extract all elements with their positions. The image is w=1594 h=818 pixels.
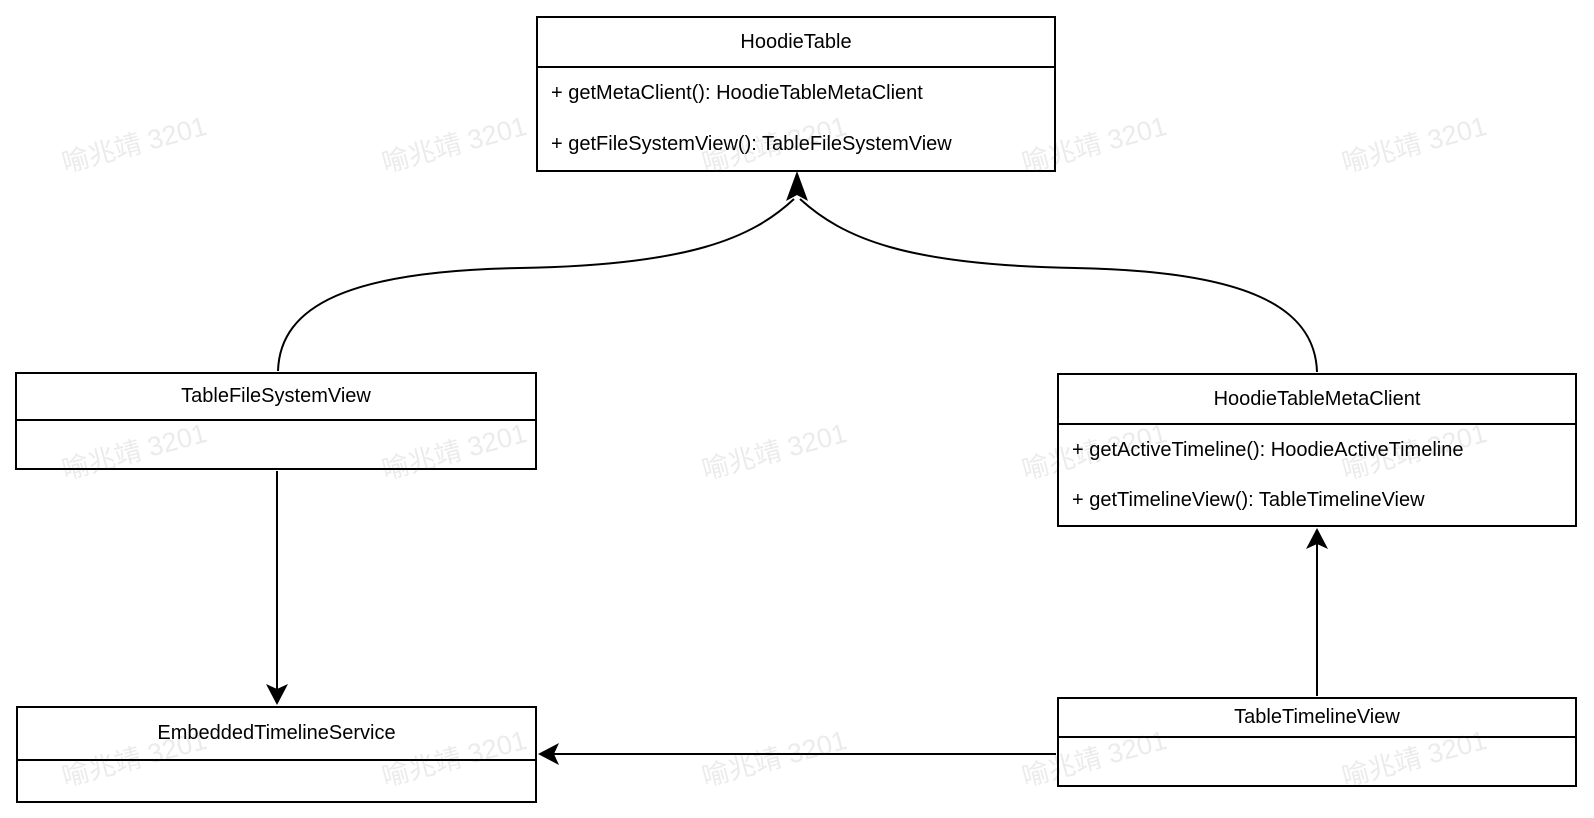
arrowhead-down-embeddedtimelineservice [266, 684, 288, 705]
method-get-active-timeline: + getActiveTimeline(): HoodieActiveTimel… [1072, 438, 1464, 461]
class-body-empty [18, 761, 535, 801]
arrowhead-up-hoodietable [786, 171, 808, 201]
class-name-table-file-system-view: TableFileSystemView [17, 374, 535, 421]
method-get-meta-client: + getMetaClient(): HoodieTableMetaClient [551, 82, 923, 104]
class-name-embedded-timeline-service: EmbeddedTimelineService [18, 708, 535, 761]
method-get-timeline-view: + getTimelineView(): TableTimelineView [1072, 488, 1425, 511]
class-body-empty [1059, 738, 1575, 785]
class-box-table-file-system-view: TableFileSystemView [15, 372, 537, 470]
class-box-table-timeline-view: TableTimelineView [1057, 697, 1577, 787]
class-box-hoodie-table: HoodieTable + getMetaClient(): HoodieTab… [536, 16, 1056, 172]
class-body: + getActiveTimeline(): HoodieActiveTimel… [1059, 425, 1575, 525]
class-body: + getMetaClient(): HoodieTableMetaClient… [538, 68, 1054, 170]
arrowhead-left-embeddedtimelineservice [538, 743, 559, 765]
watermark-text: 喻兆靖 3201 [58, 110, 211, 179]
class-box-hoodie-table-meta-client: HoodieTableMetaClient + getActiveTimelin… [1057, 373, 1577, 527]
watermark-text: 喻兆靖 3201 [378, 110, 531, 179]
watermark-text: 喻兆靖 3201 [698, 724, 851, 793]
watermark-text: 喻兆靖 3201 [1338, 110, 1491, 179]
arrow-tablefilesystemview-to-hoodietable [277, 198, 795, 372]
class-name-table-timeline-view: TableTimelineView [1059, 699, 1575, 738]
watermark-text: 喻兆靖 3201 [698, 417, 851, 486]
class-name-hoodie-table-meta-client: HoodieTableMetaClient [1059, 375, 1575, 425]
class-box-embedded-timeline-service: EmbeddedTimelineService [16, 706, 537, 803]
method-get-file-system-view: + getFileSystemView(): TableFileSystemVi… [551, 133, 952, 155]
class-body-empty [17, 421, 535, 468]
class-name-hoodie-table: HoodieTable [538, 18, 1054, 68]
arrowhead-up-hoodietablemetaclient [1306, 528, 1328, 549]
arrow-hoodietablemetaclient-to-hoodietable [799, 198, 1318, 373]
